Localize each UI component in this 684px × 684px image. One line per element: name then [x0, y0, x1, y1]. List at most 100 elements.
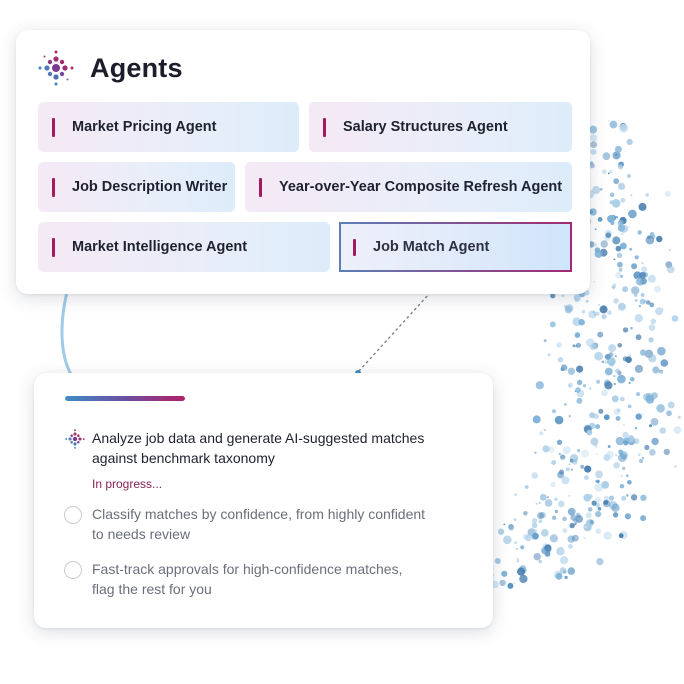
- particle-dot: [606, 450, 614, 459]
- particle-dot: [576, 379, 583, 386]
- particle-dot: [639, 459, 643, 463]
- progress-fill: [65, 396, 185, 401]
- particle-dot: [630, 494, 638, 501]
- particle-dot: [576, 397, 583, 404]
- particle-dot: [570, 514, 577, 521]
- particle-dot: [624, 513, 632, 520]
- particle-dot: [646, 300, 651, 305]
- particle-dot: [613, 408, 621, 416]
- particle-dot: [629, 247, 632, 251]
- particle-dot: [547, 353, 551, 357]
- particle-dot: [659, 370, 663, 374]
- particle-dot: [589, 134, 598, 142]
- task-text-line: flag the rest for you: [92, 581, 212, 597]
- particle-dot: [613, 462, 620, 469]
- particle-dot: [561, 476, 570, 485]
- particle-dot: [538, 519, 543, 524]
- particle-dot: [622, 431, 629, 438]
- particle-dot: [603, 531, 612, 540]
- particle-dot: [648, 354, 657, 363]
- particle-dot: [561, 294, 564, 297]
- particle-dot: [603, 414, 610, 421]
- particle-dot: [531, 522, 538, 529]
- task-text: Analyze job data and generate AI-suggest…: [92, 428, 424, 494]
- particle-dot: [549, 534, 559, 543]
- particle-dot: [516, 560, 519, 563]
- particle-dot: [613, 374, 616, 378]
- chip-marker: [353, 238, 356, 256]
- particle-dot: [617, 374, 626, 384]
- particle-dot: [631, 263, 638, 270]
- particle-dot: [576, 448, 581, 453]
- particle-dot: [543, 428, 547, 432]
- particle-dot: [499, 579, 506, 587]
- particle-dot: [590, 437, 599, 446]
- particle-dot: [584, 475, 589, 480]
- particle-dot: [609, 120, 618, 129]
- particle-dot: [597, 217, 603, 222]
- agent-chip-label: Year-over-Year Composite Refresh Agent: [279, 179, 563, 195]
- particle-dot: [638, 453, 641, 457]
- particle-dot: [660, 359, 669, 367]
- agent-chip-market-intelligence[interactable]: Market Intelligence Agent: [38, 222, 330, 272]
- particle-dot: [595, 528, 601, 534]
- particle-dot: [649, 424, 652, 428]
- chip-marker: [259, 177, 262, 197]
- particle-dot: [597, 331, 604, 338]
- particle-dot: [535, 502, 538, 505]
- particle-dot: [650, 418, 659, 426]
- particle-dot: [585, 338, 595, 347]
- agent-chip-job-description-writer[interactable]: Job Description Writer: [38, 162, 235, 212]
- agent-chip-salary-structures[interactable]: Salary Structures Agent: [309, 102, 572, 152]
- particle-dot: [608, 495, 615, 501]
- particle-dot: [514, 541, 517, 545]
- particle-dot: [572, 344, 576, 348]
- particle-dot: [584, 465, 592, 473]
- particle-dot: [615, 245, 622, 252]
- particle-dot: [603, 500, 609, 505]
- particle-dot: [586, 519, 594, 527]
- particle-dot: [627, 480, 632, 485]
- particle-dot: [641, 262, 644, 265]
- particle-dot: [608, 352, 614, 357]
- particle-dot: [607, 310, 612, 315]
- particle-dot: [598, 408, 604, 414]
- particle-dot: [562, 446, 571, 455]
- empty-circle-icon[interactable]: [64, 561, 82, 579]
- particle-dot: [535, 381, 544, 390]
- agent-chip-yoy-composite-refresh[interactable]: Year-over-Year Composite Refresh Agent: [245, 162, 572, 212]
- empty-circle-icon[interactable]: [64, 506, 82, 524]
- agents-header: Agents: [36, 48, 183, 88]
- particle-dot: [593, 243, 597, 247]
- particle-dot: [656, 404, 665, 413]
- particle-dot: [599, 187, 603, 191]
- particle-dot: [620, 242, 627, 250]
- particle-dot: [503, 535, 512, 545]
- particle-dot: [651, 437, 659, 446]
- particle-dot: [576, 365, 584, 373]
- particle-dot: [634, 293, 638, 297]
- agent-chip-label: Job Match Agent: [373, 239, 490, 255]
- particle-dot: [613, 298, 619, 304]
- particle-dot: [494, 558, 501, 564]
- particle-dot: [655, 307, 663, 316]
- particle-dot: [644, 444, 650, 451]
- particle-dot: [568, 495, 571, 497]
- particle-dot: [562, 528, 568, 533]
- particle-dot: [539, 431, 544, 436]
- agent-chip-label: Salary Structures Agent: [343, 119, 508, 135]
- agent-chip-market-pricing[interactable]: Market Pricing Agent: [38, 102, 299, 152]
- particle-dot: [649, 232, 655, 237]
- particle-dot: [507, 582, 514, 589]
- particle-dot: [601, 481, 610, 489]
- particle-dot: [668, 248, 671, 252]
- particle-dot: [617, 220, 624, 226]
- particle-dot: [555, 572, 563, 580]
- particle-dot: [613, 382, 616, 386]
- particle-dot: [636, 277, 645, 286]
- particle-dot: [639, 271, 646, 279]
- agent-chip-job-match[interactable]: Job Match Agent: [339, 222, 572, 272]
- particle-dot: [620, 197, 626, 203]
- particle-dot: [594, 351, 603, 361]
- particle-dot: [568, 463, 571, 466]
